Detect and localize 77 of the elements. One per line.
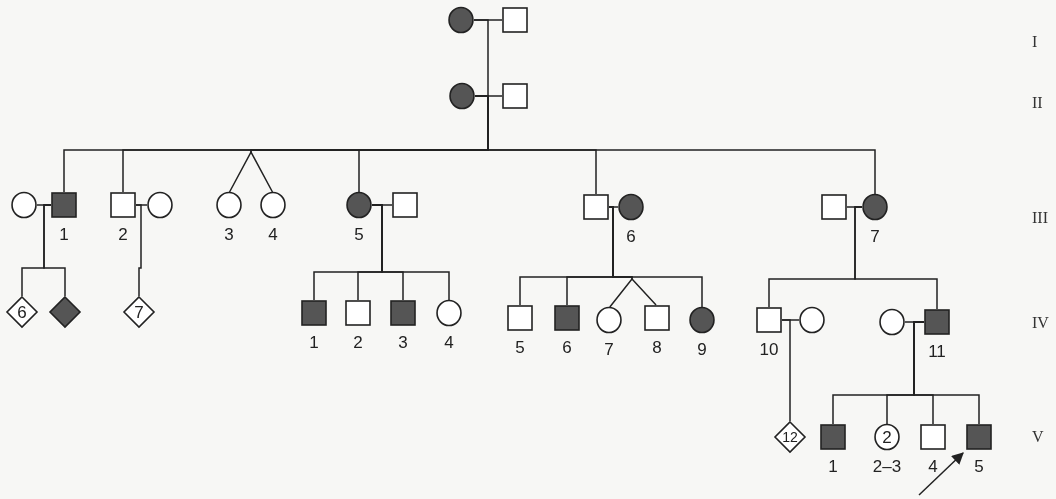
male-symbol (390, 300, 416, 326)
female-symbol (874, 424, 900, 450)
individual-number: 11 (928, 343, 946, 360)
female-symbol (260, 192, 286, 218)
individual-number: 4 (928, 458, 938, 475)
male-symbol (301, 300, 327, 326)
female-symbol (448, 7, 474, 33)
descent-line (135, 204, 142, 297)
descent-line (473, 19, 489, 97)
individual-number: 6 (562, 339, 572, 356)
female-symbol (879, 309, 905, 335)
female-symbol (449, 83, 475, 109)
female-symbol (689, 307, 715, 333)
generation-label: V (1032, 429, 1044, 445)
individual-number: 4 (268, 226, 278, 243)
individual-number: 1 (828, 458, 838, 475)
individual-number: 2 (353, 334, 363, 351)
male-symbol (924, 309, 950, 335)
unknown-sex-symbol (123, 296, 155, 328)
descent-line (913, 321, 980, 425)
female-symbol (799, 307, 825, 333)
individual-number: 7 (134, 303, 144, 321)
female-symbol (862, 194, 888, 220)
individual-number: 2 (118, 226, 128, 243)
male-symbol (756, 307, 782, 333)
proband-arrow (918, 452, 964, 496)
unknown-sex-symbol (774, 421, 806, 453)
female-symbol (11, 192, 37, 218)
individual-number: 6 (626, 228, 636, 245)
male-symbol (392, 192, 418, 218)
male-symbol (345, 300, 371, 326)
descent-line (781, 319, 791, 422)
male-symbol (110, 192, 136, 218)
male-symbol (920, 424, 946, 450)
individual-number: 1 (59, 226, 69, 243)
individual-number: 9 (697, 341, 707, 358)
generation-label: IV (1032, 315, 1049, 331)
individual-number: 5 (974, 458, 984, 475)
individual-number: 2–3 (872, 458, 902, 475)
male-symbol (507, 305, 533, 331)
female-symbol (216, 192, 242, 218)
male-symbol (502, 7, 528, 33)
individual-number: 1 (309, 334, 319, 351)
individual-number: 10 (759, 341, 779, 358)
descent-line (854, 206, 938, 310)
male-symbol (821, 194, 847, 220)
individual-number: 4 (444, 334, 454, 351)
individual-number: 6 (17, 303, 27, 321)
male-symbol (644, 305, 670, 331)
unknown-sex-symbol (49, 296, 81, 328)
male-symbol (554, 305, 580, 331)
female-symbol (346, 192, 372, 218)
descent-line (371, 204, 450, 301)
individual-number: 7 (870, 228, 880, 245)
generation-label: III (1032, 210, 1048, 226)
male-symbol (966, 424, 992, 450)
male-symbol (502, 83, 528, 109)
generation-label: II (1032, 95, 1043, 111)
descent-line (608, 206, 703, 308)
female-symbol (436, 300, 462, 326)
unknown-sex-symbol (6, 296, 38, 328)
male-symbol (51, 192, 77, 218)
generation-label: I (1032, 34, 1038, 50)
male-symbol (820, 424, 846, 450)
individual-number: 3 (398, 334, 408, 351)
individual-number: 8 (652, 339, 662, 356)
individual-number: 2 (882, 428, 892, 446)
individual-number: 5 (354, 226, 364, 243)
descent-line (43, 204, 66, 297)
individual-number: 12 (782, 430, 798, 444)
female-symbol (618, 194, 644, 220)
female-symbol (147, 192, 173, 218)
individual-number: 5 (515, 339, 525, 356)
individual-number: 3 (224, 226, 234, 243)
male-symbol (583, 194, 609, 220)
female-symbol (596, 307, 622, 333)
individual-number: 7 (604, 341, 614, 358)
